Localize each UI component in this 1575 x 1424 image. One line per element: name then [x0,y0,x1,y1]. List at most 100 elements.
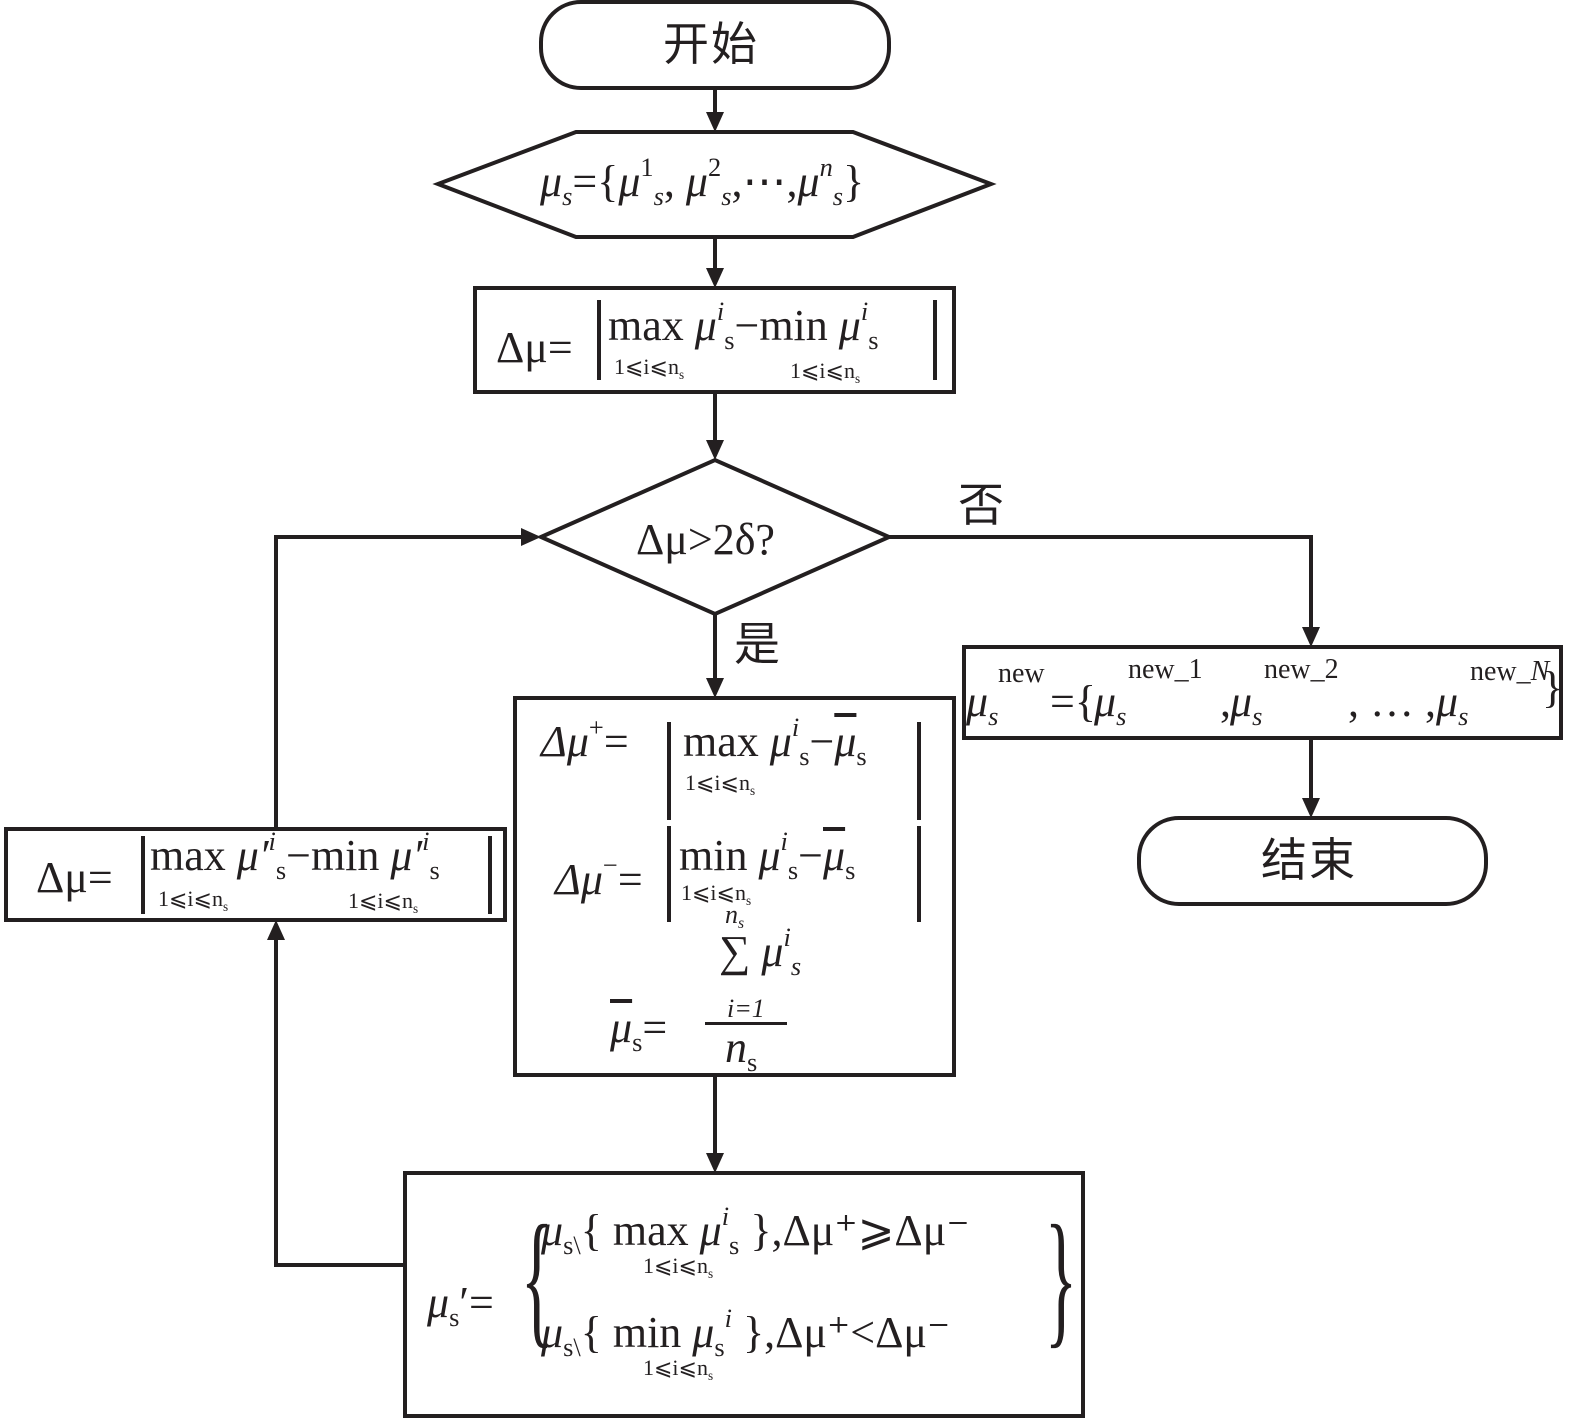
output-term-2-sup: new_2 [1264,654,1339,685]
output-term-n-mu: μ [1436,677,1459,726]
recalc-mu-2: μ [390,831,413,880]
compute-plus-abs-left [667,722,671,820]
output-term-n-sup-pre: new_ [1470,656,1531,687]
update-formula: μs′= { } μs\{ max μis },Δμ⁺⩾Δμ⁻ 1⩽i⩽ns μ… [405,1173,1083,1416]
case1-max: max [612,1206,689,1255]
minus-mu-sup: i [780,826,788,857]
input-term-2-sub: s [721,181,732,212]
delta-recalc-node-shape [4,827,507,922]
output-term-1: μs [1094,680,1126,730]
case1-inner-mu: μ [699,1206,722,1255]
range-sub: s [745,892,752,908]
case1-close: } [750,1206,772,1255]
sum-symbol: ∑ [719,927,751,976]
case1-condition: ,Δμ⁺⩾Δμ⁻ [771,1206,970,1255]
plus-eq: = [603,717,629,766]
delta-init-max: max [608,301,684,350]
case2-inner-mu: μ [692,1308,715,1357]
input-sep: , [663,157,686,206]
branch-label-no: 否 [958,480,1006,531]
mean-eq: = [642,1003,668,1052]
update-case-1-range: 1⩽i⩽ns [643,1253,713,1280]
compute-fraction-bar [705,1022,787,1025]
range-sub: s [678,366,685,382]
delta-init-sup-1: i [716,296,725,327]
case1-mu: μ [541,1206,564,1255]
delta-init-range-1: 1⩽i⩽ns [614,356,684,381]
minus-mean-sub: s [845,855,856,886]
range-text: 1⩽i⩽n [158,886,223,911]
output-term-2-sub: s [1252,701,1263,732]
delta-init-range-2: 1⩽i⩽ns [790,358,860,385]
output-lhs-sup: new [998,658,1045,689]
compute-denominator: ns [725,1026,757,1076]
output-term-2: μs [1230,680,1262,730]
minus-min: min [679,831,748,880]
plus-mean-mu: μ [834,717,857,766]
input-formula: μs={μ1s, μ2s,⋯,μns} [540,154,864,209]
input-term-1: μ [618,157,641,206]
delta-init-lhs: Δμ= [496,323,573,372]
input-term-n-sub: s [832,181,844,212]
range-text: 1⩽i⩽n [348,888,413,913]
decision-label: Δμ>2δ? [636,515,775,564]
input-lhs: μ [540,157,563,206]
delta-recalc-range-1: 1⩽i⩽ns [158,886,228,913]
compute-formulas: Δμ+= max μis−μs 1⩽i⩽ns Δμ−= min μis−μs 1… [515,698,954,1075]
output-lhs-sub: s [988,701,999,732]
recalc-sub-2: s [429,855,440,886]
delta-recalc-term: max μ′is−min μ′is [150,828,440,883]
recalc-sup-1: i [268,826,276,857]
edge-start-input [706,88,724,132]
delta-init-sub-2: s [868,325,879,356]
case2-setminus: \ [573,1332,581,1363]
output-close: } [1542,663,1564,712]
edge-decision-compute-yes [706,614,724,698]
plus-dash: − [809,717,835,766]
minus-eq: = [617,855,643,904]
case2-sub-s: s [563,1332,574,1363]
den-sub: s [747,1047,758,1078]
minus-mean-mu: μ [823,831,846,880]
update-case-1: μs\{ max μis },Δμ⁺⩾Δμ⁻ [541,1203,970,1258]
output-node-shape [962,645,1563,740]
output-lhs: μs [966,680,998,730]
input-dots: ,⋯, [731,157,798,206]
range-text: 1⩽i⩽n [643,1253,708,1278]
case2-open: { [580,1308,602,1357]
case1-open: { [580,1206,602,1255]
delta-init-sub-1: s [724,325,735,356]
start-label: 开始 [663,19,759,70]
recalc-prime-1: ′ [258,831,269,880]
compute-minus-term: min μis−μs [679,828,855,883]
input-term-1-sub: s [653,181,664,212]
plus-mu-sup: i [791,712,800,743]
delta-init-abs-right [933,300,937,380]
delta-init-mu-2: μ [838,301,861,350]
update-lhs-mu: μ [427,1278,450,1327]
edge-compute-update [706,1075,724,1173]
delta-recalc-abs-right [488,836,492,914]
sum-mu-sup: i [783,922,791,953]
output-formula: μs new ={ μs new_1 , μs new_2 , … , μs n… [966,654,1564,734]
end-node-shape [1137,816,1488,906]
range-text: 1⩽i⩽n [790,358,855,383]
case1-sub: s\ [563,1230,581,1260]
edge-decision-output-no [889,535,1320,647]
input-term-2: μ [685,157,708,206]
output-term-n-sup: new_N [1470,658,1549,686]
input-term-n-sup: n [819,152,833,183]
case2-condition: ,Δμ⁺<Δμ⁻ [764,1308,951,1357]
case2-inner-sup: i [724,1303,733,1334]
output-dots: , … , [1348,677,1436,726]
sum-mu-sub: s [790,951,802,982]
output-comma-1: , [1220,677,1231,726]
plus-max: max [683,717,759,766]
recalc-max: max [150,831,226,880]
edge-update-delta-recalc [267,920,405,1267]
delta-init-sup-2: i [860,296,869,327]
mean-mu: μ [610,1003,633,1052]
delta-init-abs-left [597,300,601,380]
recalc-min: min [310,831,380,880]
plus-mu: μ [769,717,792,766]
